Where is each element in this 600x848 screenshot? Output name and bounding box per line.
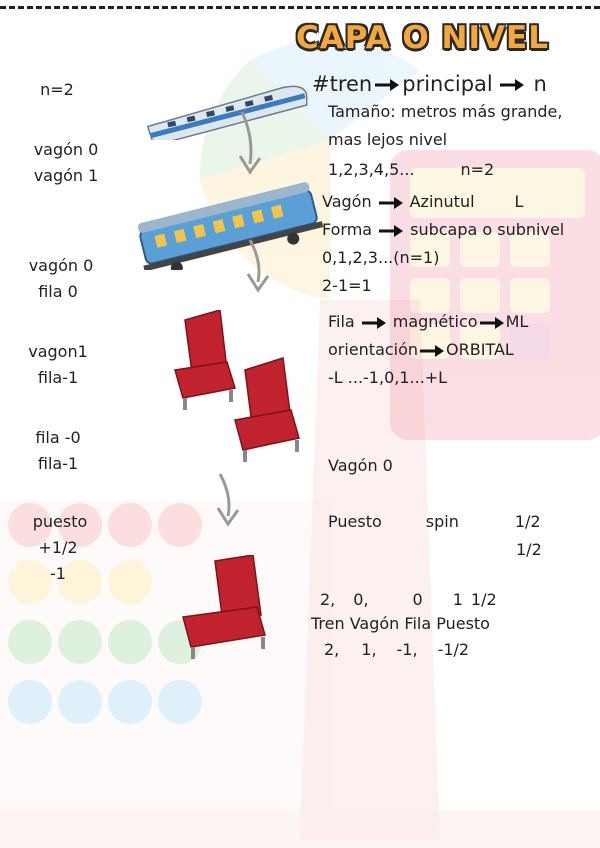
right-arrow-icon [378, 224, 404, 238]
train-icon [135, 70, 315, 140]
down-arrow-icon [210, 470, 250, 530]
label-vagon1: vagon1 [28, 342, 88, 361]
line-mas-lejos: mas lejos nivel [328, 130, 447, 149]
line-resta: 2-1=1 [322, 276, 372, 295]
label-fila-minus1: fila-1 [38, 368, 78, 387]
line-valores-l: 0,1,2,3...(n=1) [322, 248, 439, 267]
label-n: n=2 [40, 80, 74, 99]
dashed-divider [0, 6, 600, 9]
seat-icon [175, 555, 275, 665]
right-arrow-icon [419, 344, 445, 358]
line-tamano: Tamaño: metros más grande, [328, 102, 562, 121]
line-vagon-0: Vagón 0 [328, 456, 393, 475]
line-spin-value: 1/2 [516, 540, 542, 559]
label-fila-minus1b: fila-1 [38, 454, 78, 473]
right-arrow-icon [479, 316, 505, 330]
right-arrow-icon [378, 196, 404, 210]
line-numeros-cuanticos-2: 2,1,-1,-1/2 [324, 640, 469, 659]
line-encabezados: Tren Vagón Fila Puesto [311, 614, 490, 633]
label-plus-half: +1/2 [38, 538, 77, 557]
line-series-n: 1,2,3,4,5...n=2 [328, 160, 494, 179]
label-vagon-1: vagón 1 [34, 166, 99, 185]
label-vagon-0: vagón 0 [34, 140, 99, 159]
right-arrow-icon [361, 316, 387, 330]
page-title: CAPA O NIVEL [296, 20, 549, 56]
wagon-icon [128, 180, 328, 270]
label-fila-0: fila 0 [38, 282, 78, 301]
down-arrow-icon [232, 108, 272, 178]
down-arrow-icon [240, 236, 280, 296]
label-puesto: puesto [33, 512, 88, 531]
label-fila-minus0: fila -0 [35, 428, 80, 447]
seat-row-icon [165, 310, 315, 470]
label-vagon-0b: vagón 0 [29, 256, 94, 275]
right-arrow-icon [374, 78, 400, 92]
line-rango-ml: -L ...-1,0,1...+L [328, 368, 447, 387]
label-minus1: -1 [50, 564, 66, 583]
right-arrow-icon [499, 78, 525, 92]
